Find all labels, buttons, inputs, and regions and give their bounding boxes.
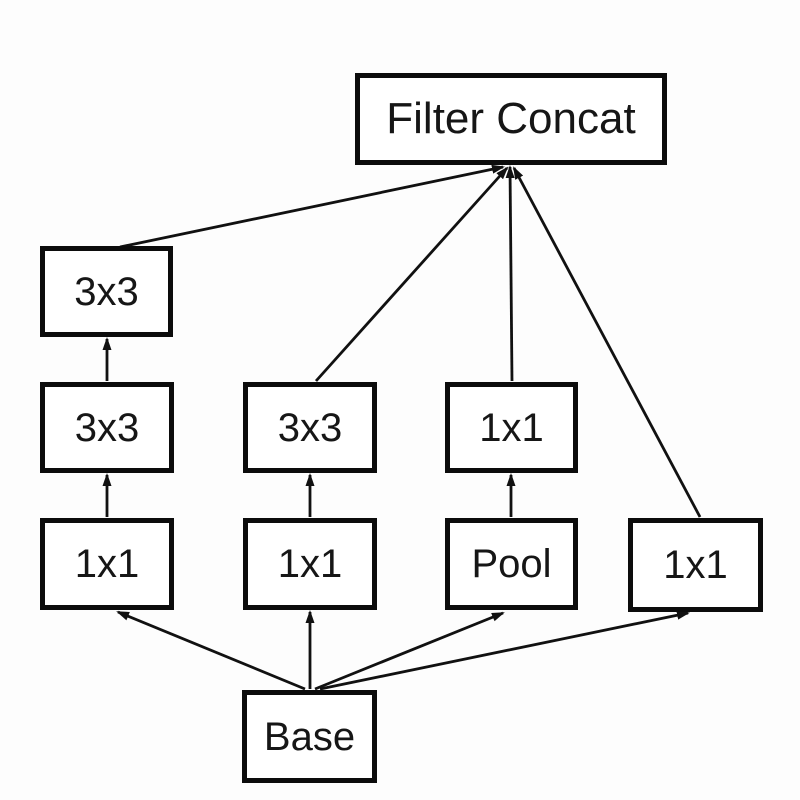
node-branch4_1x1: 1x1 — [628, 518, 763, 612]
edge-base-to-branch1_1x1 — [116, 610, 306, 691]
edge-base-to-branch4_1x1 — [319, 610, 690, 691]
node-branch2_1x1: 1x1 — [243, 518, 377, 610]
node-branch1_1x1: 1x1 — [40, 518, 174, 610]
node-label: 1x1 — [277, 542, 343, 586]
edge-base-to-branch3_pool — [314, 611, 505, 691]
node-label: 3x3 — [74, 269, 139, 314]
edge-branch1_3x3_top-to-filter_concat — [119, 164, 505, 249]
node-label: 1x1 — [663, 543, 728, 587]
node-branch2_3x3: 3x3 — [243, 382, 377, 473]
node-branch1_3x3: 3x3 — [40, 382, 174, 473]
node-base: Base — [242, 690, 377, 783]
node-label: 3x3 — [74, 405, 140, 450]
node-branch3_pool: Pool — [445, 518, 578, 610]
node-label: Base — [263, 714, 356, 759]
node-label: 1x1 — [74, 542, 140, 586]
node-branch1_3x3_top: 3x3 — [40, 246, 173, 337]
edge-branch3_1x1-to-filter_concat — [505, 165, 515, 382]
node-branch3_1x1: 1x1 — [445, 382, 578, 473]
node-label: Filter Concat — [386, 94, 636, 143]
node-label: 3x3 — [277, 405, 343, 450]
node-filter_concat: Filter Concat — [355, 73, 667, 165]
edge-branch4_1x1-to-filter_concat — [512, 166, 702, 518]
node-label: 1x1 — [479, 405, 544, 450]
edge-branch2_3x3-to-filter_concat — [314, 166, 509, 382]
node-label: Pool — [471, 542, 552, 586]
